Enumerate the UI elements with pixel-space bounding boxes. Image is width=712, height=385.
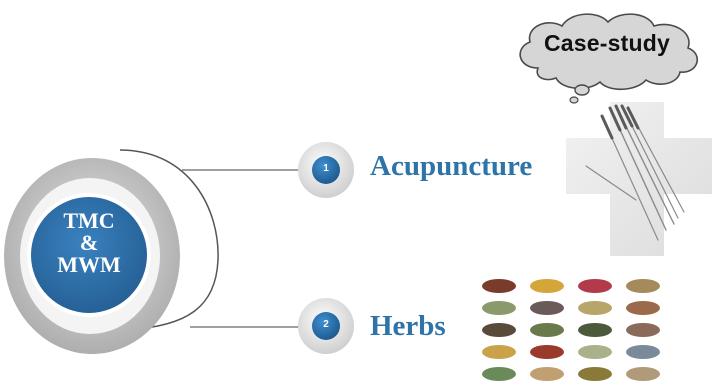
item-label-herbs: Herbs [370, 310, 446, 343]
hub-label-line-3: MWM [30, 254, 148, 276]
hub-label-line-1: TMC [30, 210, 148, 232]
item-label-acupuncture: Acupuncture [370, 150, 532, 183]
badge-2-number: 2 [296, 319, 356, 330]
case-study-label: Case-study [522, 30, 692, 57]
hub-label: TMC & MWM [30, 210, 148, 276]
herbs-image [477, 272, 667, 385]
hub-label-line-2: & [30, 232, 148, 254]
case-study-cloud [508, 8, 704, 106]
acupuncture-needles-image [566, 100, 712, 256]
badge-1-number: 1 [296, 163, 356, 174]
